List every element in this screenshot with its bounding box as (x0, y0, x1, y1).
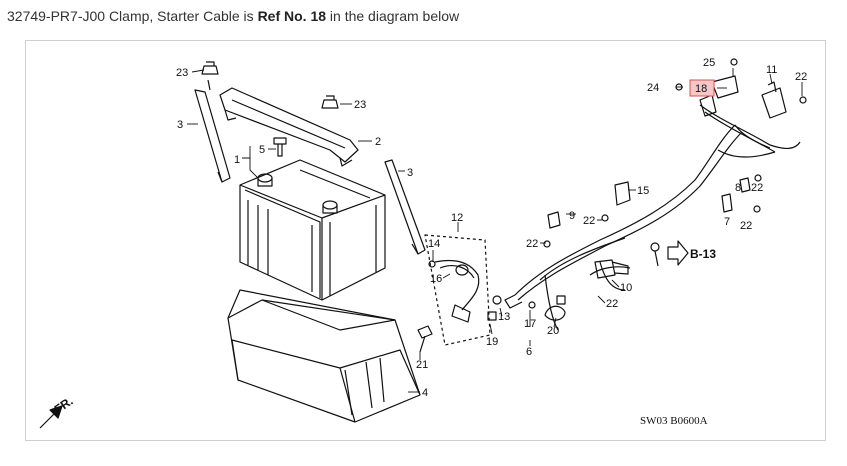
caption-suffix: in the diagram below (326, 8, 460, 24)
callout-b13: B-13 (690, 247, 716, 261)
callout-20: 20 (547, 325, 559, 337)
caption-part-text: 32749-PR7-J00 Clamp, Starter Cable is (7, 8, 258, 24)
callout-16: 16 (430, 273, 442, 285)
starter-cable (504, 104, 801, 331)
highlight-ref-18-box (689, 79, 715, 97)
callout-labels: 23 3 1 5 2 23 3 12 14 16 13 19 21 4 25 2… (176, 57, 807, 399)
callout-14: 14 (428, 238, 440, 250)
callout-19: 19 (486, 336, 498, 348)
callout-11: 11 (766, 64, 777, 76)
cable-connector-10 (594, 259, 629, 279)
callout-13: 13 (498, 311, 510, 323)
nut-23-mid (321, 95, 339, 109)
callout-10: 10 (620, 282, 632, 294)
callout-22-f: 22 (606, 298, 618, 310)
callout-3-b: 3 (407, 167, 413, 179)
bolt-21 (417, 325, 433, 353)
callout-2: 2 (375, 136, 381, 148)
battery-hold-down-bar (219, 87, 359, 167)
page-caption: 32749-PR7-J00 Clamp, Starter Cable is Re… (7, 8, 459, 24)
battery (239, 159, 386, 301)
diagram-code: SW03 B0600A (640, 415, 708, 427)
ground-cable-dashed-box (424, 234, 491, 346)
small-parts-7-8 (721, 174, 762, 213)
callout-9: 9 (569, 210, 575, 222)
b13-arrow-shape (667, 240, 689, 266)
callout-22-c: 22 (526, 238, 538, 250)
clamp-parts (528, 181, 660, 321)
callout-5: 5 (259, 144, 265, 156)
battery-tray (227, 289, 421, 423)
callout-12: 12 (451, 212, 463, 224)
callout-17: 17 (524, 318, 536, 330)
hold-down-rod-left (194, 79, 231, 183)
callout-22-a: 22 (795, 71, 807, 83)
callout-18-highlighted: 18 (695, 83, 707, 95)
bolt-5 (273, 137, 287, 157)
nut-23-top (201, 61, 219, 75)
callout-22-d: 22 (751, 182, 763, 194)
callout-22-e: 22 (740, 220, 752, 232)
caption-ref-number: Ref No. 18 (257, 8, 327, 24)
callout-23-a: 23 (176, 67, 188, 79)
callout-3-a: 3 (177, 119, 183, 131)
callout-1: 1 (234, 154, 240, 166)
callout-25: 25 (703, 57, 715, 69)
terminal-13-19 (487, 295, 502, 321)
bracket-11 (761, 81, 807, 119)
front-arrow-icon (39, 405, 63, 429)
ground-cable (428, 259, 480, 323)
callout-7: 7 (724, 216, 730, 228)
callout-4: 4 (422, 387, 428, 399)
callout-22-b: 22 (583, 215, 595, 227)
callout-15: 15 (637, 185, 649, 197)
callout-24: 24 (647, 82, 659, 94)
hold-down-rod-right (384, 159, 426, 255)
callout-8: 8 (735, 182, 741, 194)
callout-23-b: 23 (354, 99, 366, 111)
callout-21: 21 (416, 359, 428, 371)
callout-6: 6 (526, 346, 532, 358)
leader-lines (187, 68, 803, 393)
